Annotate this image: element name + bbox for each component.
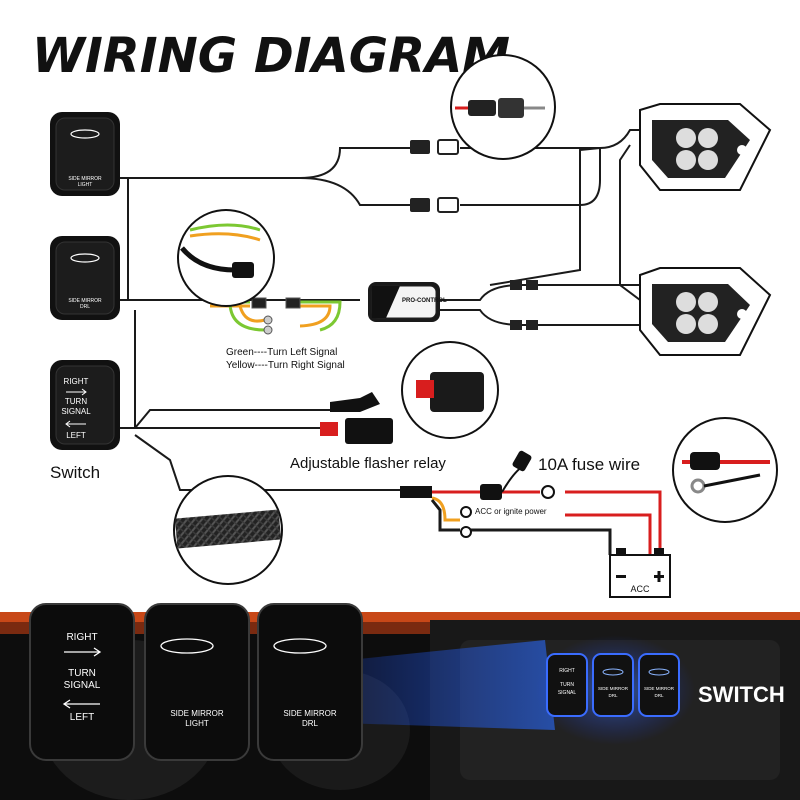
photo-sw1-line3: SIGNAL [64,680,101,691]
dash-switch-1: RIGHT TURN SIGNAL [546,653,588,717]
dash-sw3-line1: SIDE MIRROR [644,686,675,691]
switch-side-mirror-light: SIDE MIRROR LIGHT [50,112,120,196]
bullet-connectors [410,139,538,330]
callout-relay [401,341,499,439]
fuse-cap [512,450,532,472]
dash-sw2-line2: DRL [608,693,617,698]
switch-caption: Switch [50,463,100,482]
legend-green: Green----Turn Left Signal [226,347,337,358]
connector [400,486,432,498]
control-module: PRO-CONTROL [368,282,447,322]
power-wires [430,490,662,555]
fuse-label: 10A fuse wire [538,455,640,474]
photo-switch-side-mirror-drl: SIDE MIRROR DRL [257,603,363,761]
switch-1-line2: LIGHT [78,182,93,188]
switch-3-line3: SIGNAL [61,407,91,416]
legend-yellow: Yellow----Turn Right Signal [226,360,345,371]
callout-braided-sleeve [173,475,283,585]
signal-terminals [251,297,301,335]
power-terminals [460,485,555,538]
fuse-holder [480,484,502,500]
module-label: PRO-CONTROL [402,298,447,304]
dash-sw1-line1: RIGHT [559,668,575,674]
switch-2-line1: SIDE MIRROR [68,298,102,304]
photo-sw1-line1: RIGHT [66,632,97,643]
switch-side-mirror-drl: SIDE MIRROR DRL [50,236,120,320]
photo-sw3-line2: DRL [302,719,319,728]
acc-label: ACC or ignite power [475,507,547,516]
switch-3-line2: TURN [65,397,87,406]
callout-connector [450,54,556,160]
mirror-light-top [639,103,772,191]
photo-switch-label: SWITCH [698,682,785,707]
flasher-label: Adjustable flasher relay [290,455,446,472]
photo-sw1-line4: LEFT [70,712,94,723]
dash-sw2-line1: SIDE MIRROR [598,686,629,691]
page-title: WIRING DIAGRAM [32,28,510,84]
photo-sw2-line1: SIDE MIRROR [170,709,224,718]
dash-sw3-line2: DRL [654,693,663,698]
photo-sw2-line2: LIGHT [185,719,209,728]
dash-switch-3: SIDE MIRROR DRL [638,653,680,717]
photo-switch-side-mirror-light: SIDE MIRROR LIGHT [144,603,250,761]
battery: ACC [609,548,671,598]
callout-fuse-wire [672,417,778,523]
switch-2-line2: DRL [80,304,90,310]
switch-3-line1: RIGHT [64,377,89,386]
battery-label: ACC [630,584,650,594]
dash-sw1-line2: TURN [560,682,574,688]
flasher-relay [320,392,393,444]
photo-sw1-line2: TURN [68,668,96,679]
switch-3-line4: LEFT [66,431,86,440]
callout-harness [177,209,275,307]
mirror-light-bottom [639,267,772,356]
switch-1-line1: SIDE MIRROR [68,176,102,182]
photo-switch-turn-signal: RIGHT TURN SIGNAL LEFT [29,603,135,761]
dash-switch-2: SIDE MIRROR DRL [592,653,634,717]
dash-sw1-line3: SIGNAL [558,690,577,696]
switch-turn-signal: RIGHT TURN SIGNAL LEFT [50,360,120,450]
photo-sw3-line1: SIDE MIRROR [283,709,337,718]
